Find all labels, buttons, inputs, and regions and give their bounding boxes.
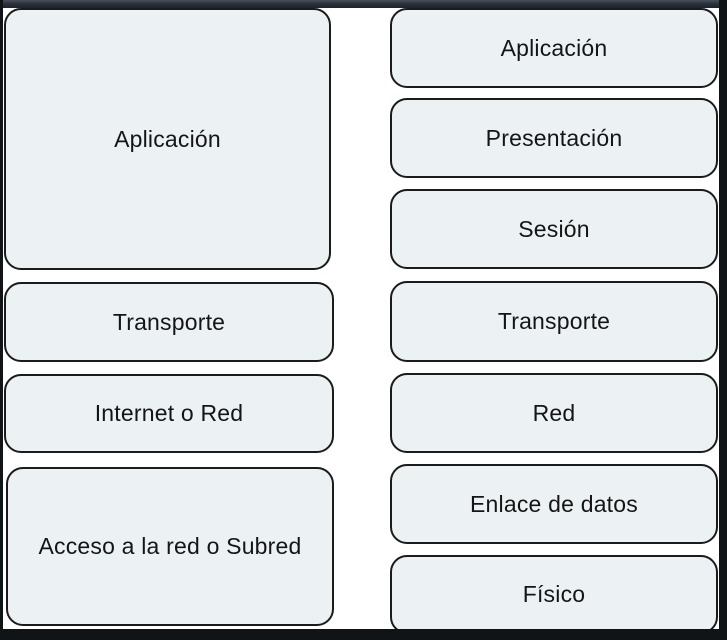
- layer-label: Aplicación: [500, 34, 608, 61]
- right-stack-box-aplicacion: Aplicación: [390, 8, 718, 88]
- frame-left-edge: [0, 0, 3, 640]
- right-stack-box-sesion: Sesión: [390, 189, 718, 269]
- layer-label: Aplicación: [114, 125, 221, 152]
- right-stack-box-presentacion: Presentación: [390, 98, 718, 178]
- layer-label: Red: [532, 399, 576, 426]
- frame-top-edge: [0, 0, 727, 8]
- right-stack-box-fisico: Físico: [390, 555, 718, 634]
- right-stack-box-transporte: Transporte: [390, 281, 718, 362]
- left-stack-box-aplicacion: Aplicación: [4, 8, 331, 270]
- left-stack-box-internet-o-red: Internet o Red: [4, 374, 334, 453]
- frame-bottom-edge: [0, 629, 727, 640]
- layer-label: Transporte: [497, 308, 611, 334]
- layer-label: Internet o Red: [94, 400, 244, 426]
- right-stack-box-enlace-de-datos: Enlace de datos: [390, 464, 718, 544]
- left-stack-box-transporte: Transporte: [4, 282, 334, 362]
- layer-label: Enlace de datos: [470, 490, 638, 517]
- layer-label: Físico: [522, 581, 586, 607]
- layer-label: Acceso a la red o Subred: [38, 533, 302, 559]
- layer-label: Sesión: [518, 215, 590, 242]
- layer-label: Transporte: [112, 308, 226, 335]
- layer-label: Presentación: [485, 124, 623, 151]
- right-stack-box-red: Red: [390, 373, 718, 453]
- left-stack-box-acceso-a-la-red: Acceso a la red o Subred: [6, 467, 334, 626]
- frame-right-edge: [719, 0, 727, 640]
